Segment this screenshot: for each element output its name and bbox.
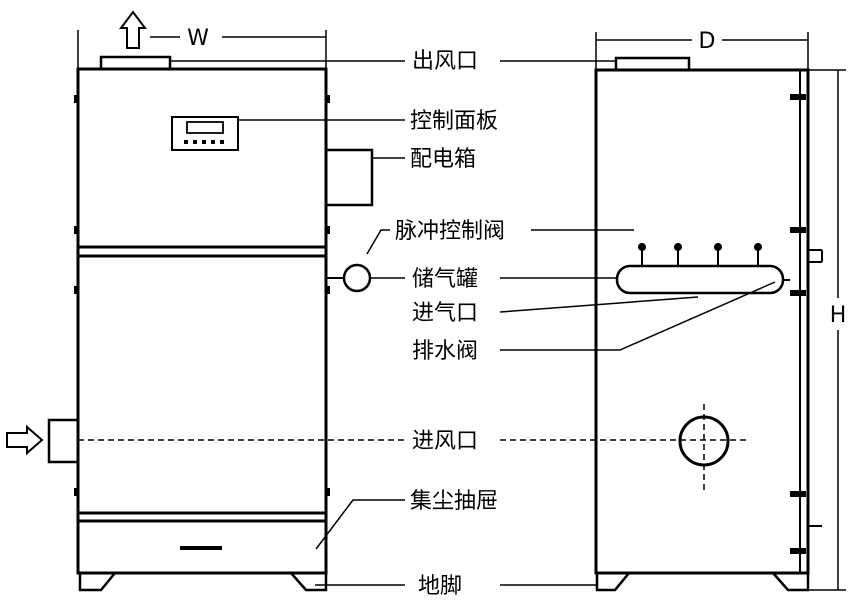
pulse-manifold [615, 243, 790, 295]
dimension-height: H [808, 69, 847, 591]
air-tank-circle [342, 263, 372, 293]
side-foot-right [772, 572, 810, 592]
label-control-panel: 控制面板 [410, 109, 498, 134]
control-panel [171, 116, 239, 151]
label-distribution-box: 配电箱 [410, 147, 476, 172]
front-foot-left [78, 572, 116, 592]
front-outlet-flange [99, 55, 172, 71]
inlet-arrow-icon [6, 424, 44, 456]
depth-label: D [699, 29, 716, 54]
label-air-outlet: 出风口 [412, 49, 478, 74]
front-hinges [74, 95, 330, 496]
label-dust-drawer: 集尘抽屉 [410, 489, 498, 514]
distribution-box [324, 148, 374, 207]
dimension-depth: D [595, 29, 809, 70]
side-hinges [790, 94, 806, 554]
label-air-inlet: 进风口 [412, 429, 478, 454]
label-feet: 地脚 [418, 574, 462, 599]
width-label: W [187, 26, 209, 51]
dimension-width: W [77, 26, 327, 69]
label-air-tank: 储气罐 [412, 267, 478, 292]
front-foot-right [290, 572, 328, 592]
side-foot-left [595, 572, 630, 592]
label-tank-inlet: 进气口 [412, 301, 478, 326]
front-inlet-box [47, 418, 80, 464]
leader-lines [78, 60, 776, 586]
side-outlet-flange [614, 56, 691, 72]
height-label: H [830, 303, 847, 328]
side-view [594, 56, 823, 592]
outlet-arrow-icon [119, 10, 147, 49]
label-drain-valve: 排水阀 [412, 339, 478, 364]
label-pulse-valve: 脉冲控制阀 [395, 219, 505, 244]
front-view [6, 10, 374, 592]
